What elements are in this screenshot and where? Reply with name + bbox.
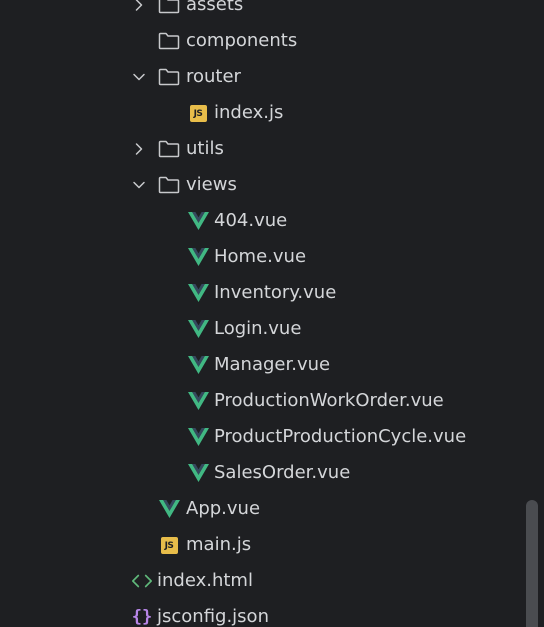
tree-item-label: main.js bbox=[186, 534, 252, 555]
tree-item-jsconfig-json[interactable]: {}jsconfig.json bbox=[0, 599, 524, 627]
html-file-icon bbox=[131, 570, 153, 592]
tree-item-app-vue[interactable]: App.vue bbox=[0, 491, 524, 527]
js-badge-text: JS bbox=[160, 536, 178, 554]
tree-item-label: ProductionWorkOrder.vue bbox=[214, 390, 444, 411]
tree-item-label: index.js bbox=[214, 102, 284, 123]
vue-file-icon bbox=[187, 318, 209, 340]
vue-file-icon bbox=[187, 210, 209, 232]
tree-item-label: App.vue bbox=[186, 498, 261, 519]
tree-item-label: index.html bbox=[157, 570, 253, 591]
chevron-right-icon[interactable] bbox=[131, 141, 147, 157]
vue-file-icon bbox=[187, 462, 209, 484]
tree-item-label: Login.vue bbox=[214, 318, 302, 339]
tree-item-label: components bbox=[186, 30, 298, 51]
chevron-right-icon[interactable] bbox=[131, 0, 147, 13]
folder-icon bbox=[158, 174, 180, 196]
tree-item-router[interactable]: router bbox=[0, 59, 524, 95]
tree-item-views[interactable]: views bbox=[0, 167, 524, 203]
vue-file-icon bbox=[187, 282, 209, 304]
javascript-file-icon: JS bbox=[158, 534, 180, 556]
tree-item-home-vue[interactable]: Home.vue bbox=[0, 239, 524, 275]
json-braces-text: {} bbox=[131, 607, 153, 627]
tree-item-label: jsconfig.json bbox=[157, 606, 269, 627]
tree-item-components[interactable]: components bbox=[0, 23, 524, 59]
tree-item-main-js[interactable]: JS main.js bbox=[0, 527, 524, 563]
tree-item-utils[interactable]: utils bbox=[0, 131, 524, 167]
tree-item-inventory-vue[interactable]: Inventory.vue bbox=[0, 275, 524, 311]
folder-icon bbox=[158, 138, 180, 160]
tree-item-label: assets bbox=[186, 0, 244, 15]
tree-item-label: router bbox=[186, 66, 241, 87]
tree-item-label: SalesOrder.vue bbox=[214, 462, 351, 483]
vue-file-icon bbox=[187, 354, 209, 376]
folder-icon bbox=[158, 66, 180, 88]
vue-file-icon bbox=[187, 426, 209, 448]
folder-icon bbox=[158, 0, 180, 16]
tree-item-productionworkorder-vue[interactable]: ProductionWorkOrder.vue bbox=[0, 383, 524, 419]
tree-item-assets[interactable]: assets bbox=[0, 0, 524, 23]
tree-item-label: Manager.vue bbox=[214, 354, 331, 375]
tree-item-index-js[interactable]: JS index.js bbox=[0, 95, 524, 131]
tree-item-login-vue[interactable]: Login.vue bbox=[0, 311, 524, 347]
folder-icon bbox=[158, 30, 180, 52]
vue-file-icon bbox=[187, 246, 209, 268]
tree-item-label: Inventory.vue bbox=[214, 282, 337, 303]
scrollbar-thumb[interactable] bbox=[526, 500, 538, 627]
vue-file-icon bbox=[158, 498, 180, 520]
tree-item-index-html[interactable]: index.html bbox=[0, 563, 524, 599]
tree-item-label: ProductProductionCycle.vue bbox=[214, 426, 467, 447]
vue-file-icon bbox=[187, 390, 209, 412]
tree-item-label: 404.vue bbox=[214, 210, 288, 231]
tree-item-productproductioncycle-vue[interactable]: ProductProductionCycle.vue bbox=[0, 419, 524, 455]
tree-item-404-vue[interactable]: 404.vue bbox=[0, 203, 524, 239]
tree-item-label: views bbox=[186, 174, 237, 195]
tree-item-salesorder-vue[interactable]: SalesOrder.vue bbox=[0, 455, 524, 491]
tree-item-label: utils bbox=[186, 138, 224, 159]
tree-item-manager-vue[interactable]: Manager.vue bbox=[0, 347, 524, 383]
tree-item-label: Home.vue bbox=[214, 246, 307, 267]
json-file-icon: {} bbox=[131, 606, 153, 627]
javascript-file-icon: JS bbox=[187, 102, 209, 124]
js-badge-text: JS bbox=[189, 104, 207, 122]
chevron-down-icon[interactable] bbox=[131, 177, 147, 193]
chevron-down-icon[interactable] bbox=[131, 69, 147, 85]
